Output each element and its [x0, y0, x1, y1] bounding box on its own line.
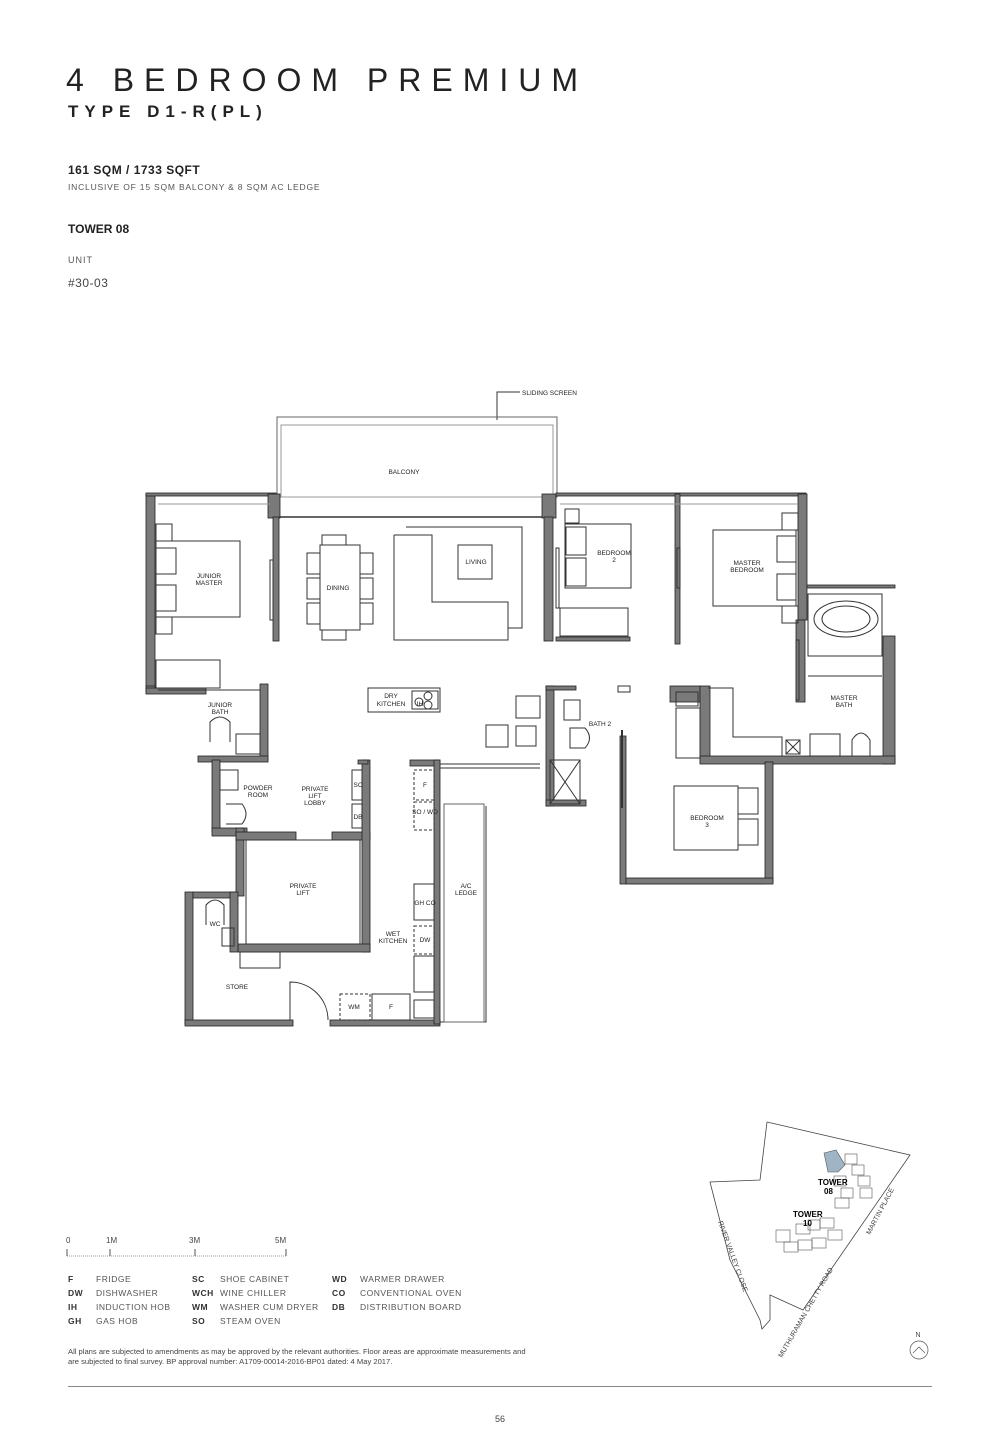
room-wc: WC: [210, 921, 221, 928]
footer-divider: [68, 1386, 932, 1387]
legend-code: WM: [192, 1302, 209, 1312]
sliding-screen-label: SLIDING SCREEN: [522, 390, 577, 397]
room-private-lift-lobby-line3: LOBBY: [304, 800, 326, 807]
washer-label: WM: [348, 1004, 360, 1011]
scale-tick-1m: 1M: [106, 1236, 118, 1245]
room-bedroom-2-line2: 2: [612, 557, 616, 564]
legend-label: WARMER DRAWER: [360, 1274, 445, 1284]
room-bath-2: BATH 2: [589, 721, 612, 728]
north-arrow-icon: [909, 1340, 929, 1360]
legend-code: GH: [68, 1316, 82, 1326]
legend-code: DW: [68, 1288, 84, 1298]
legend-code: DB: [332, 1302, 346, 1312]
legend-code: WCH: [192, 1288, 214, 1298]
room-wet-kitchen-line2: KITCHEN: [379, 938, 408, 945]
key-plan-map: TOWER 08 TOWER 10 RIVER VALLEY CLOSE MUT…: [709, 1121, 929, 1360]
legend-label: DISTRIBUTION BOARD: [360, 1302, 462, 1312]
legend-code: [332, 1316, 360, 1326]
room-private-lift-lobby: PRIVATE: [302, 786, 330, 793]
room-junior-master-line2: MASTER: [195, 580, 222, 587]
legend-label: [360, 1316, 500, 1326]
steam-oven-warmer-label: SO / WD: [412, 809, 438, 816]
legend-label: STEAM OVEN: [220, 1316, 281, 1326]
room-master-bedroom-line2: BEDROOM: [730, 567, 764, 574]
room-living: LIVING: [465, 559, 486, 566]
legend-code: WD: [332, 1274, 348, 1284]
room-private-lift-line2: LIFT: [296, 890, 309, 897]
legend-label: WINE CHILLER: [220, 1288, 287, 1298]
room-powder-room: POWDER: [243, 785, 273, 792]
room-dining: DINING: [327, 585, 350, 592]
legend: F FRIDGE SC SHOE CABINET WD WARMER DRAWER D…: [68, 1274, 500, 1326]
map-tower-08: TOWER: [818, 1178, 848, 1187]
road-river-valley-close: RIVER VALLEY CLOSE: [716, 1220, 748, 1293]
legend-code: CO: [332, 1288, 346, 1298]
room-private-lift: PRIVATE: [290, 883, 318, 890]
room-master-bath: MASTER: [830, 695, 857, 702]
north-label: N: [915, 1332, 920, 1339]
map-tower-08-num: 08: [824, 1187, 833, 1196]
legend-code: IH: [68, 1302, 78, 1312]
room-powder-room-line2: ROOM: [248, 792, 268, 799]
shoe-cabinet-label: SC: [353, 782, 362, 789]
room-dry-kitchen: DRY: [384, 693, 398, 700]
page-number: 56: [494, 1414, 505, 1424]
legend-code: F: [68, 1274, 74, 1284]
page-title: 4 BEDROOM PREMIUM: [66, 62, 589, 98]
scale-tick-0: 0: [66, 1236, 71, 1245]
scale-bar: [66, 1249, 287, 1257]
area-note: INCLUSIVE OF 15 SQM BALCONY & 8 SQM AC L…: [68, 182, 321, 192]
room-wet-kitchen: WET: [386, 931, 400, 938]
dishwasher-label: DW: [420, 937, 432, 944]
room-balcony: BALCONY: [388, 469, 420, 476]
map-tower-10-num: 10: [803, 1219, 812, 1228]
legend-label: GAS HOB: [96, 1316, 139, 1326]
legend-code: SC: [192, 1274, 205, 1284]
legend-label: DISHWASHER: [96, 1288, 159, 1298]
room-junior-bath: JUNIOR: [208, 702, 233, 709]
legend-label: SHOE CABINET: [220, 1274, 290, 1284]
room-junior-bath-line2: BATH: [212, 709, 229, 716]
room-ac-ledge-line2: LEDGE: [455, 890, 478, 897]
legend-label: WASHER CUM DRYER: [220, 1302, 319, 1312]
road-martin-place: MARTIN PLACE: [866, 1187, 897, 1236]
induction-hob-label: IH: [417, 701, 424, 708]
legend-label: INDUCTION HOB: [96, 1302, 171, 1312]
legend-label: FRIDGE: [96, 1274, 132, 1284]
unit-area: 161 SQM / 1733 SQFT: [68, 163, 201, 177]
room-private-lift-lobby-line2: LIFT: [308, 793, 321, 800]
map-tower-10: TOWER: [793, 1210, 823, 1219]
legend-code: SO: [192, 1316, 206, 1326]
scale-tick-5m: 5M: [275, 1236, 287, 1245]
tower-label: TOWER 08: [68, 222, 130, 236]
room-bedroom-3-line2: 3: [705, 822, 709, 829]
legend-label: CONVENTIONAL OVEN: [360, 1288, 462, 1298]
fridge-label: F: [423, 782, 427, 789]
distribution-board-label: DB: [353, 814, 362, 821]
room-master-bath-line2: BATH: [836, 702, 853, 709]
gas-hob-oven-label: GH CO: [414, 900, 435, 907]
fridge-2-label: F: [389, 1004, 393, 1011]
room-bedroom-2: BEDROOM: [597, 550, 631, 557]
scale-tick-3m: 3M: [189, 1236, 201, 1245]
room-junior-master: JUNIOR: [197, 573, 222, 580]
unit-number: #30-03: [68, 276, 109, 290]
unit-label: UNIT: [68, 255, 93, 265]
unit-type: TYPE D1-R(PL): [68, 102, 268, 121]
road-muthuraman-chetty: MUTHURAMAN CHETTY ROAD: [778, 1267, 835, 1359]
room-bedroom-3: BEDROOM: [690, 815, 724, 822]
room-master-bedroom: MASTER: [733, 560, 760, 567]
floor-plan: SLIDING SCREEN BALCONY: [145, 390, 896, 1027]
disclaimer: All plans are subjected to amendments as…: [68, 1347, 526, 1366]
room-store: STORE: [226, 984, 249, 991]
room-dry-kitchen-line2: KITCHEN: [377, 701, 406, 708]
room-ac-ledge: A/C: [461, 883, 472, 890]
